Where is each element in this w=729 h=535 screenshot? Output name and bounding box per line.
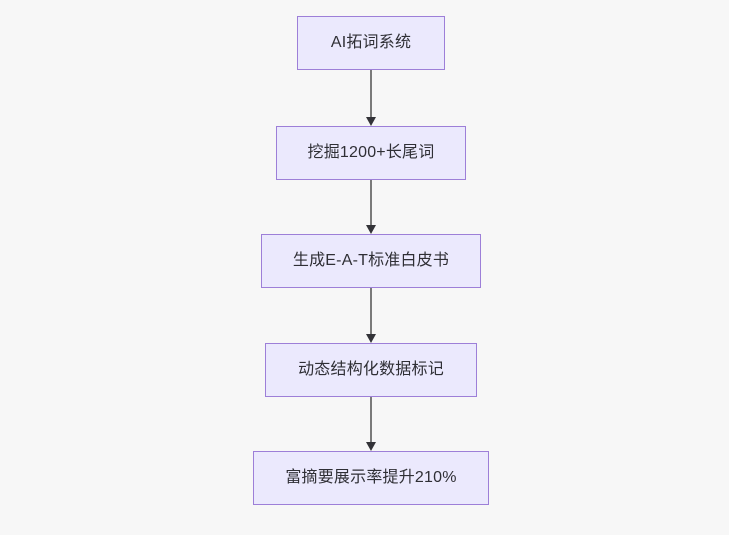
- flow-node-ai-keyword-system[interactable]: AI拓词系统: [297, 16, 445, 70]
- flow-node-label: 挖掘1200+长尾词: [307, 144, 435, 161]
- edge-line: [370, 397, 372, 442]
- flow-node-label: 生成E-A-T标准白皮书: [292, 252, 450, 269]
- edge-node3-node4: [361, 288, 381, 343]
- flow-node-dynamic-structured-data-markup[interactable]: 动态结构化数据标记: [265, 343, 477, 397]
- arrowhead-icon: [366, 334, 376, 343]
- edge-line: [370, 70, 372, 117]
- flow-node-generate-eat-whitepaper[interactable]: 生成E-A-T标准白皮书: [261, 234, 481, 288]
- edge-node4-node5: [361, 397, 381, 451]
- flow-node-mine-longtail-keywords[interactable]: 挖掘1200+长尾词: [276, 126, 466, 180]
- edge-line: [370, 288, 372, 334]
- edge-line: [370, 180, 372, 225]
- flow-node-label: 富摘要展示率提升210%: [285, 469, 457, 486]
- flow-node-label: 动态结构化数据标记: [298, 361, 444, 378]
- edge-node2-node3: [361, 180, 381, 234]
- edge-node1-node2: [361, 70, 381, 126]
- arrowhead-icon: [366, 225, 376, 234]
- flow-node-label: AI拓词系统: [330, 34, 412, 51]
- arrowhead-icon: [366, 117, 376, 126]
- flow-node-rich-snippet-impression-lift[interactable]: 富摘要展示率提升210%: [253, 451, 489, 505]
- arrowhead-icon: [366, 442, 376, 451]
